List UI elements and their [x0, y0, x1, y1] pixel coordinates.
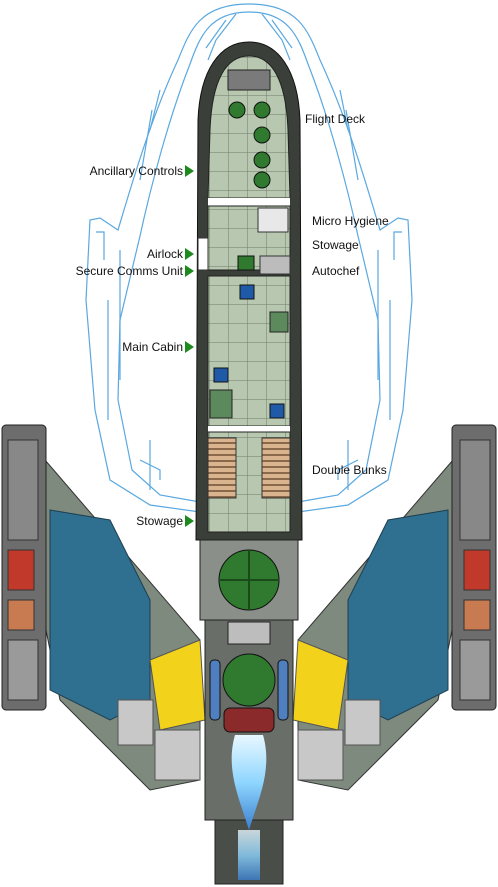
label-main-cabin: Main Cabin [122, 340, 183, 354]
engineering-section [209, 549, 289, 880]
label-micro-hygiene: Micro Hygiene [312, 214, 389, 228]
main-cabin-area [207, 275, 291, 427]
label-double-bunks: Double Bunks [312, 463, 387, 477]
label-ancillary-controls: Ancillary Controls [90, 164, 183, 178]
pointer-arrow-main-cabin [185, 341, 194, 353]
cabin-divider [208, 426, 290, 432]
pointer-arrow-ancillary-controls [185, 165, 194, 177]
label-secure-comms-unit: Secure Comms Unit [76, 264, 184, 278]
right-wing [292, 458, 459, 791]
right-nacelle [451, 424, 497, 711]
mid-section [197, 205, 291, 275]
bunk-right [261, 437, 291, 499]
label-stowage-upper: Stowage [312, 238, 359, 252]
left-wing [39, 458, 206, 791]
bunks-area [207, 431, 291, 533]
deck-divider [208, 198, 290, 206]
pointer-arrow-secure-comms-unit [185, 265, 194, 277]
flight-deck-area [207, 55, 291, 199]
autochef-unit [259, 255, 291, 275]
airlock-door [197, 237, 209, 271]
hull-outline [85, 3, 413, 513]
label-autochef: Autochef [312, 264, 360, 278]
label-flight-deck: Flight Deck [305, 112, 366, 126]
left-nacelle [1, 424, 47, 711]
label-airlock: Airlock [147, 247, 184, 261]
bunk-left [207, 437, 237, 499]
micro-hygiene-room [257, 207, 289, 233]
pointer-arrow-airlock [185, 248, 194, 260]
pointer-arrow-stowage-lower [185, 515, 194, 527]
label-stowage-lower: Stowage [136, 514, 183, 528]
